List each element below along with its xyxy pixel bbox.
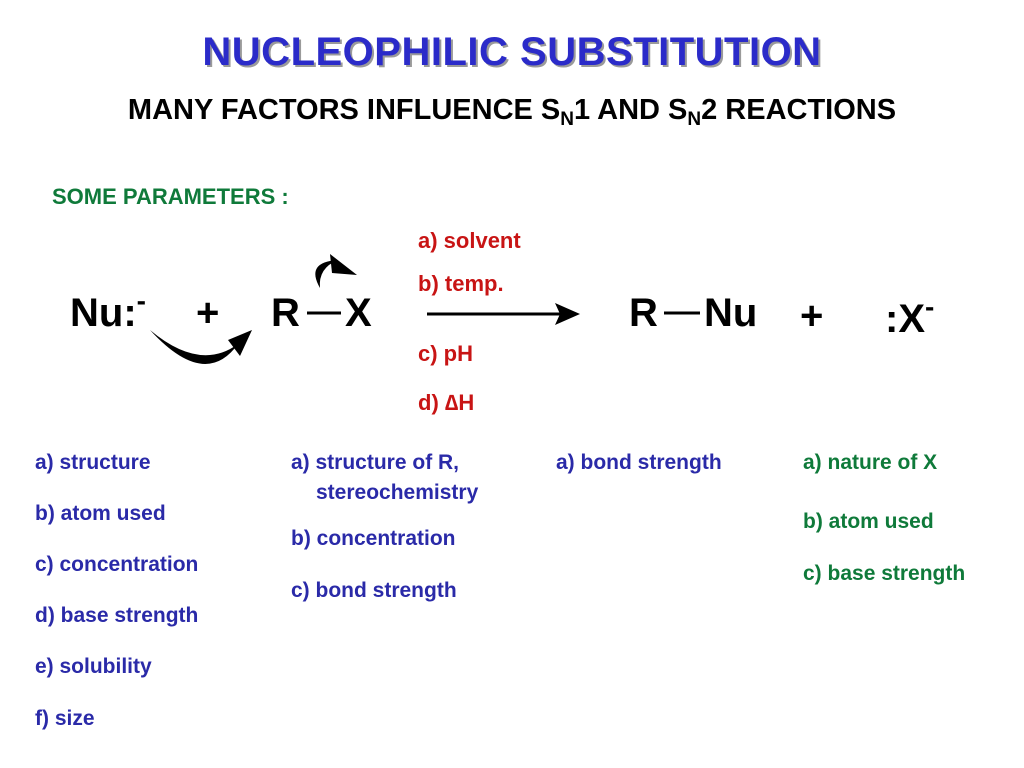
subtitle-sn2-suffix: 2 REACTIONS bbox=[701, 94, 897, 126]
condition-temperature: b) temp. bbox=[418, 271, 504, 296]
leaving-group-factor-base-strength: c) base strength bbox=[803, 562, 966, 585]
leaving-group-factor-atom-used: b) atom used bbox=[803, 510, 934, 533]
condition-enthalpy: d) ∆H bbox=[418, 390, 475, 415]
product-nucleophile: Nu bbox=[704, 291, 758, 335]
plus-sign-reactants: + bbox=[196, 291, 220, 335]
reaction-arrow-icon bbox=[427, 303, 580, 325]
bond-breaking-curved-arrow-icon bbox=[315, 254, 357, 288]
condition-solvent: a) solvent bbox=[418, 228, 521, 253]
subtitle-prefix: MANY FACTORS INFLUENCE S bbox=[127, 94, 561, 126]
substrate-factor-concentration: b) concentration bbox=[291, 527, 456, 550]
substrate-factor-bond-strength: c) bond strength bbox=[291, 579, 457, 602]
page-title: NUCLEOPHILIC SUBSTITUTION bbox=[202, 30, 822, 74]
nucleophile-charge: - bbox=[136, 285, 146, 316]
subtitle-sn1-subscript: N bbox=[560, 109, 575, 130]
nucleophile-attack-curved-arrow-icon bbox=[150, 330, 252, 364]
condition-ph: c) pH bbox=[418, 341, 473, 366]
substrate-factor-structure: a) structure of R, bbox=[291, 451, 460, 474]
subtitle-sn2-subscript: N bbox=[687, 109, 702, 130]
subtitle-sn1-suffix: 1 AND S bbox=[574, 94, 688, 126]
leaving-group-symbol: :X bbox=[885, 297, 925, 341]
nucleophile-factor-base-strength: d) base strength bbox=[35, 604, 199, 627]
leaving-group-product: :X- bbox=[885, 293, 934, 342]
nucleophile-symbol: Nu: bbox=[70, 291, 137, 335]
nucleophile-factor-solubility: e) solubility bbox=[35, 655, 152, 678]
bond-factor-bond-strength: a) bond strength bbox=[556, 451, 722, 474]
nucleophile-factor-size: f) size bbox=[35, 707, 95, 730]
subtitle: MANY FACTORS INFLUENCE SN1 AND SN2 REACT… bbox=[0, 94, 1024, 130]
leaving-group-factor-nature: a) nature of X bbox=[803, 451, 938, 474]
substrate-leaving-group: X bbox=[345, 291, 372, 335]
plus-sign-products: + bbox=[800, 294, 824, 338]
nucleophile-factor-structure: a) structure bbox=[35, 451, 151, 474]
parameters-label: SOME PARAMETERS : bbox=[52, 184, 289, 209]
substrate-r-group: R bbox=[271, 291, 300, 335]
nucleophile: Nu:- bbox=[70, 287, 146, 336]
product-r-group: R bbox=[629, 291, 658, 335]
substrate-factor-stereochemistry: stereochemistry bbox=[316, 481, 479, 504]
leaving-group-charge: - bbox=[925, 291, 935, 322]
nucleophile-factor-atom-used: b) atom used bbox=[35, 502, 166, 525]
nucleophile-factor-concentration: c) concentration bbox=[35, 553, 199, 576]
